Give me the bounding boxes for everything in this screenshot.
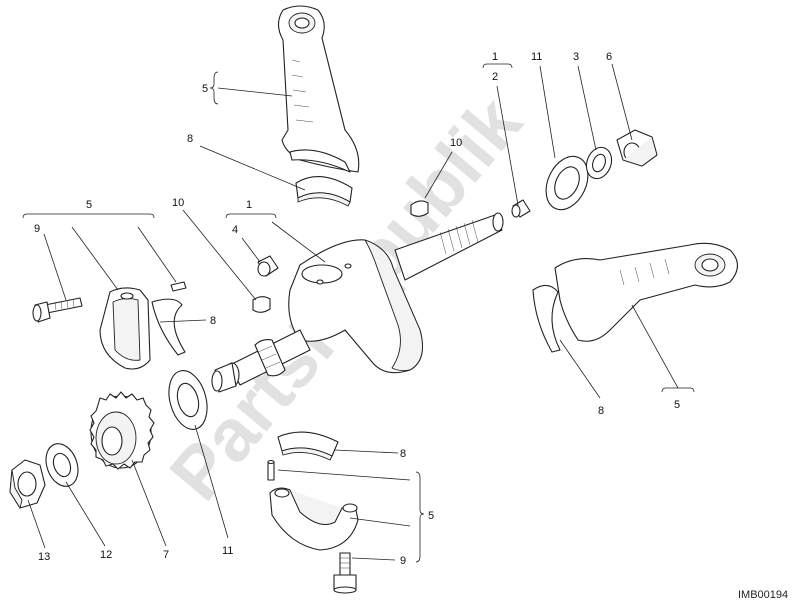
left-plug	[257, 255, 279, 277]
callout-1: 1	[492, 51, 498, 63]
callout-9: 9	[400, 555, 406, 567]
bottom-bearing-shell	[277, 431, 339, 461]
nut	[9, 459, 46, 509]
small-washer	[45, 443, 79, 487]
plug-2	[511, 199, 531, 218]
callout-2: 2	[492, 71, 498, 83]
top-ring	[585, 146, 613, 180]
callout-7: 7	[163, 549, 169, 561]
callout-8: 8	[400, 448, 406, 460]
top-bearing-shell	[295, 176, 353, 207]
bottom-washer	[168, 370, 208, 430]
callout-1: 1	[246, 199, 252, 211]
callout-labels: 5 8 10 1 2 11 3 6 5 9 10 1 4 8 8 5 11 8 …	[34, 51, 680, 567]
callout-13: 13	[38, 551, 50, 563]
callout-5: 5	[428, 510, 434, 522]
bottom-bolt	[333, 552, 357, 594]
callout-11: 11	[531, 51, 542, 63]
left-key	[252, 296, 271, 313]
bottom-rod-cap	[269, 487, 359, 551]
right-connecting-rod	[554, 242, 739, 342]
callout-8: 8	[598, 405, 604, 417]
callout-8: 8	[210, 315, 216, 327]
left-bolt	[32, 297, 83, 323]
left-rod-cap	[99, 287, 151, 370]
callout-10: 10	[172, 197, 184, 209]
callout-5: 5	[86, 199, 92, 211]
callout-11: 11	[222, 545, 233, 557]
gear	[89, 391, 155, 470]
callout-10: 10	[450, 137, 462, 149]
left-bearing-shell	[151, 298, 186, 356]
top-nut	[616, 129, 658, 167]
top-connecting-rod	[277, 5, 360, 173]
callout-6: 6	[606, 51, 612, 63]
callout-5: 5	[674, 399, 680, 411]
callout-5: 5	[202, 83, 208, 95]
bottom-pin	[267, 459, 275, 481]
left-pin	[170, 281, 187, 292]
callout-12: 12	[100, 549, 112, 561]
diagram-code: IMB00194	[738, 589, 788, 601]
leader-lines	[22, 63, 695, 563]
callout-8: 8	[187, 133, 193, 145]
callout-3: 3	[573, 51, 579, 63]
callout-4: 4	[232, 224, 238, 236]
top-washer	[545, 155, 589, 211]
right-bearing-shell	[532, 284, 561, 353]
top-key	[410, 200, 429, 217]
callout-9: 9	[34, 223, 40, 235]
crankshaft	[211, 212, 504, 393]
